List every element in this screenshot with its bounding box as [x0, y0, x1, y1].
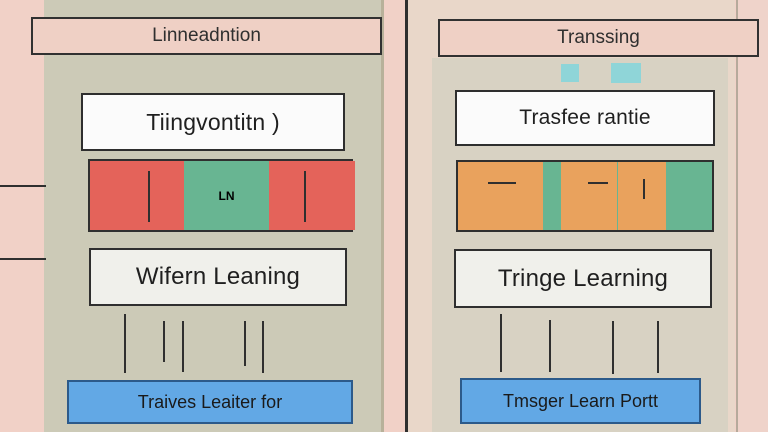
right-title-text: Trasfee rantie	[519, 106, 651, 129]
right-accent-tile-2	[611, 63, 641, 83]
left-red-arrow-1	[148, 171, 150, 222]
left-red-arrow-2	[304, 171, 306, 222]
left-learning-text: Wifern Leaning	[135, 263, 301, 290]
left-red-block-2	[269, 161, 355, 230]
right-learning-text: Tringe Learning	[497, 264, 669, 292]
right-arrow-up-3	[657, 321, 659, 373]
left-arrow-up-4	[262, 321, 264, 373]
left-arrow-up-1	[163, 321, 165, 362]
left-arrow-up-3	[244, 321, 246, 366]
right-arrow-down-1	[500, 314, 502, 372]
right-learning-box: Tringe Learning	[454, 249, 712, 308]
left-learning-box: Wifern Leaning	[89, 248, 347, 306]
left-header-box: Linneadntion	[31, 17, 382, 55]
left-arrow-down-1	[124, 314, 126, 373]
right-title-box: Trasfee rantie	[455, 90, 715, 146]
left-title-text: Tiingvontitn )	[146, 108, 280, 135]
right-color-row	[456, 160, 714, 232]
right-orange-block-2	[561, 162, 617, 230]
right-arrow-up-1	[549, 320, 551, 372]
left-arrow-up-2	[182, 321, 184, 372]
left-wire-top	[0, 185, 46, 187]
right-bottom-button[interactable]: Tmsger Learn Portt	[460, 378, 701, 424]
right-connector-line-2	[588, 182, 608, 184]
right-check-stroke	[643, 179, 645, 199]
right-bottom-button-label: Tmsger Learn Portt	[502, 390, 659, 411]
right-header-text: Transsing	[557, 27, 640, 48]
right-accent-tile-1	[561, 64, 579, 82]
right-connector-line-1	[488, 182, 516, 184]
left-teal-block: LN	[184, 161, 269, 230]
left-color-row: LN	[88, 159, 355, 232]
left-header-text: Linneadntion	[152, 25, 261, 46]
left-red-block	[90, 161, 184, 230]
left-title-box: Tiingvontitn )	[81, 93, 345, 151]
right-orange-block-1	[458, 162, 543, 230]
left-bottom-button-label: Traives Leaiter for	[137, 391, 283, 412]
right-orange-block-3	[618, 162, 666, 230]
right-header-box: Transsing	[438, 19, 759, 57]
right-arrow-up-2	[612, 321, 614, 374]
left-grid-label: LN	[218, 188, 235, 203]
left-bottom-button[interactable]: Traives Leaiter for	[67, 380, 353, 424]
left-wire-bottom	[0, 258, 46, 260]
right-edge-strip	[736, 0, 768, 432]
